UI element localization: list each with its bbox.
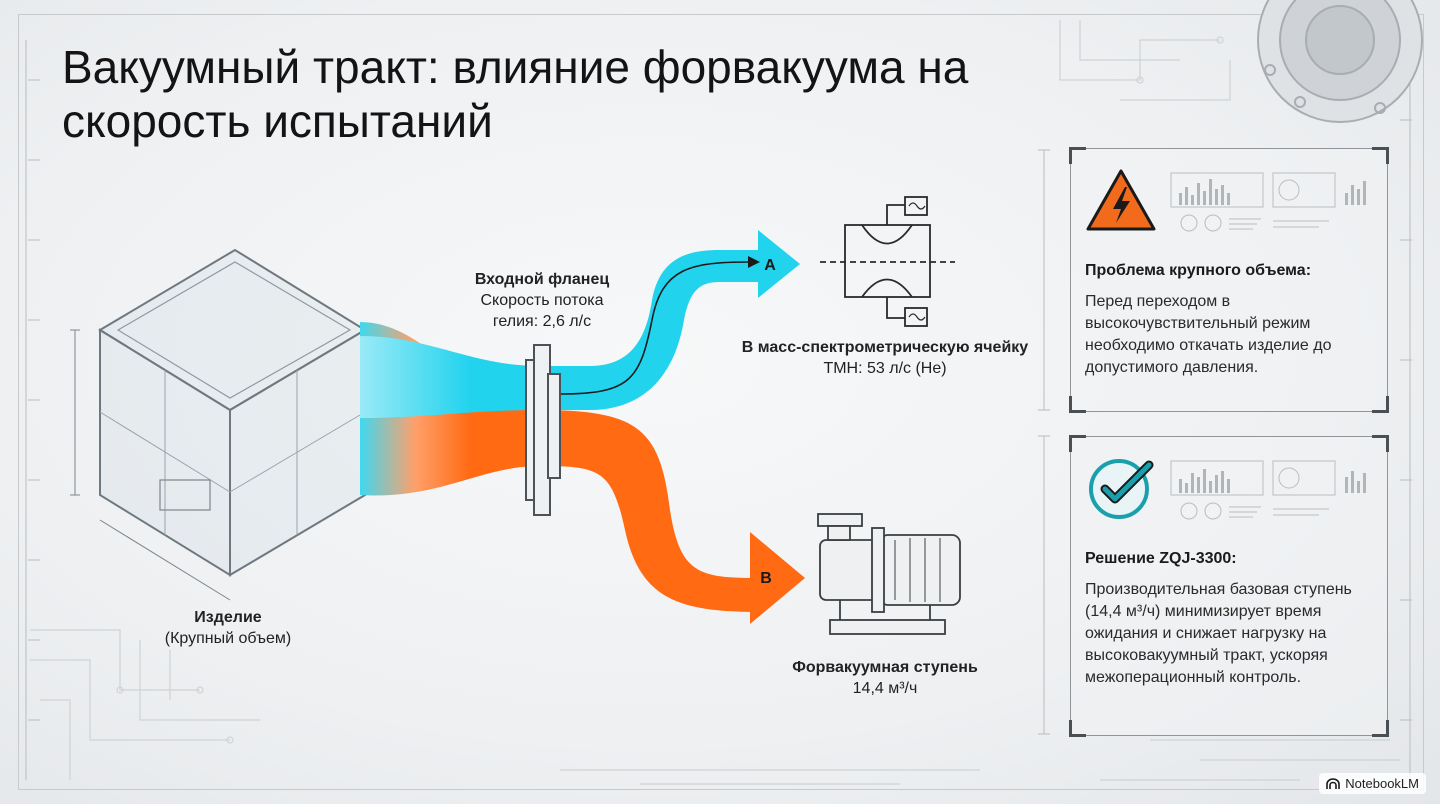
product-note: (Крупный объем) xyxy=(164,630,292,647)
flange-line-2: гелия: 2,6 л/с xyxy=(492,313,592,330)
inlet-flange xyxy=(525,344,561,516)
problem-text: Перед переходом в высокочувствительный р… xyxy=(1085,293,1332,376)
cyan-flow xyxy=(360,250,770,418)
branch-b-spec: 14,4 м³/ч xyxy=(852,680,918,697)
solution-title: Решение ZQJ-3300: xyxy=(1085,550,1237,567)
mini-dashboard-decoration xyxy=(1170,172,1366,232)
flange-label: Входной фланец Скорость потока гелия: 2,… xyxy=(452,269,632,332)
flange-line-1: Скорость потока xyxy=(480,292,604,309)
product-cube xyxy=(70,248,367,601)
arrow-b xyxy=(750,532,805,624)
notebooklm-logo-icon xyxy=(1326,777,1341,789)
branch-b-name: Форвакуумная ступень xyxy=(792,659,978,676)
branch-b-label: Форвакуумная ступень 14,4 м³/ч xyxy=(760,657,1010,699)
flow-centerline-arrowhead xyxy=(748,256,760,268)
side-scale-decoration xyxy=(25,40,1412,780)
notebooklm-badge[interactable]: NotebookLM xyxy=(1319,773,1426,794)
product-name: Изделие xyxy=(194,609,262,626)
solution-card: Решение ZQJ-3300: Производительная базов… xyxy=(1069,435,1389,737)
mass-spectrometer-cell xyxy=(820,196,955,327)
solution-text: Производительная базовая ступень (14,4 м… xyxy=(1085,581,1352,686)
problem-title: Проблема крупного объема: xyxy=(1085,262,1312,279)
page-title: Вакуумный тракт: влияние форвакуума на с… xyxy=(62,41,969,147)
mini-dashboard-decoration xyxy=(1170,460,1366,520)
marker-b: B xyxy=(760,570,772,587)
notebooklm-label: NotebookLM xyxy=(1345,776,1419,791)
branch-a-label: В масс-спектрометрическую ячейку ТМН: 53… xyxy=(730,337,1040,379)
product-label: Изделие (Крупный объем) xyxy=(118,607,338,649)
marker-a: A xyxy=(764,257,776,274)
gear-decoration xyxy=(1257,0,1423,123)
problem-card: Проблема крупного объема: Перед переходо… xyxy=(1069,147,1389,413)
forevacuum-pump xyxy=(817,513,961,635)
flow-centerline xyxy=(559,261,751,395)
branch-a-name: В масс-спектрометрическую ячейку xyxy=(741,339,1029,356)
arrow-a xyxy=(758,230,800,298)
background-circuit-decoration xyxy=(30,20,1400,785)
branch-a-spec: ТМН: 53 л/с (He) xyxy=(823,360,947,377)
warning-icon xyxy=(1086,169,1156,231)
check-icon xyxy=(1089,459,1154,519)
flange-name: Входной фланец xyxy=(474,271,610,288)
